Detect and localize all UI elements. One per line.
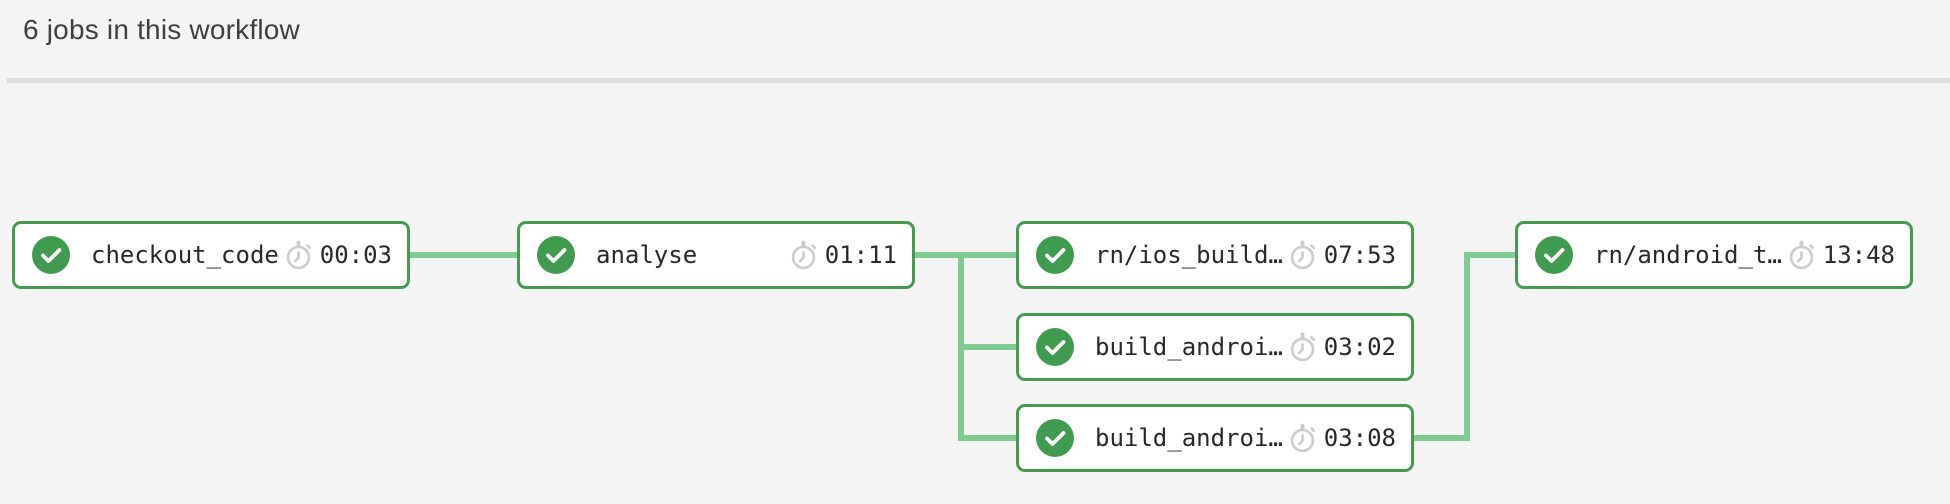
edge-into-rn-android_t <box>1464 252 1519 258</box>
job-duration: 03:08 <box>1323 424 1396 452</box>
job-duration: 03:02 <box>1323 333 1396 361</box>
job-name: build_androi… <box>1095 424 1283 452</box>
job-duration: 00:03 <box>319 241 392 269</box>
job-name: rn/ios_build… <box>1095 241 1283 269</box>
stopwatch-icon <box>282 239 315 272</box>
edge-branch-to-build_androi-1 <box>958 344 1020 350</box>
job-node-rn-android_t[interactable]: rn/android_t… 13:48 <box>1515 221 1913 289</box>
page-title: 6 jobs in this workflow <box>23 14 300 45</box>
check-circle-icon <box>1036 328 1074 366</box>
job-duration: 01:11 <box>824 241 897 269</box>
stopwatch-icon <box>1785 239 1818 272</box>
job-name: build_androi… <box>1095 333 1283 361</box>
job-name: rn/android_t… <box>1594 241 1782 269</box>
edge-branch-to-build_androi-2 <box>958 435 1020 441</box>
stopwatch-icon <box>787 239 820 272</box>
check-circle-icon <box>1036 236 1074 274</box>
header-divider <box>7 78 1950 83</box>
check-circle-icon <box>32 236 70 274</box>
check-circle-icon <box>1036 419 1074 457</box>
job-name: checkout_code <box>91 241 279 269</box>
check-circle-icon <box>1535 236 1573 274</box>
job-duration: 07:53 <box>1323 241 1396 269</box>
job-node-build_androi-2[interactable]: build_androi… 03:08 <box>1016 404 1414 472</box>
edge-fanin-trunk <box>1464 252 1470 441</box>
edge-analyse-to-rn-ios_build <box>910 252 1020 258</box>
job-node-checkout_code[interactable]: checkout_code 00:03 <box>12 221 410 289</box>
stopwatch-icon <box>1286 422 1319 455</box>
job-node-analyse[interactable]: analyse 01:11 <box>517 221 915 289</box>
stopwatch-icon <box>1286 331 1319 364</box>
edge-build_androi-2-out <box>1408 435 1470 441</box>
job-duration: 13:48 <box>1822 241 1895 269</box>
job-name: analyse <box>596 241 698 269</box>
edge-checkout_code-to-analyse <box>408 252 522 258</box>
job-node-rn-ios_build[interactable]: rn/ios_build… 07:53 <box>1016 221 1414 289</box>
job-node-build_androi-1[interactable]: build_androi… 03:02 <box>1016 313 1414 381</box>
stopwatch-icon <box>1286 239 1319 272</box>
check-circle-icon <box>537 236 575 274</box>
